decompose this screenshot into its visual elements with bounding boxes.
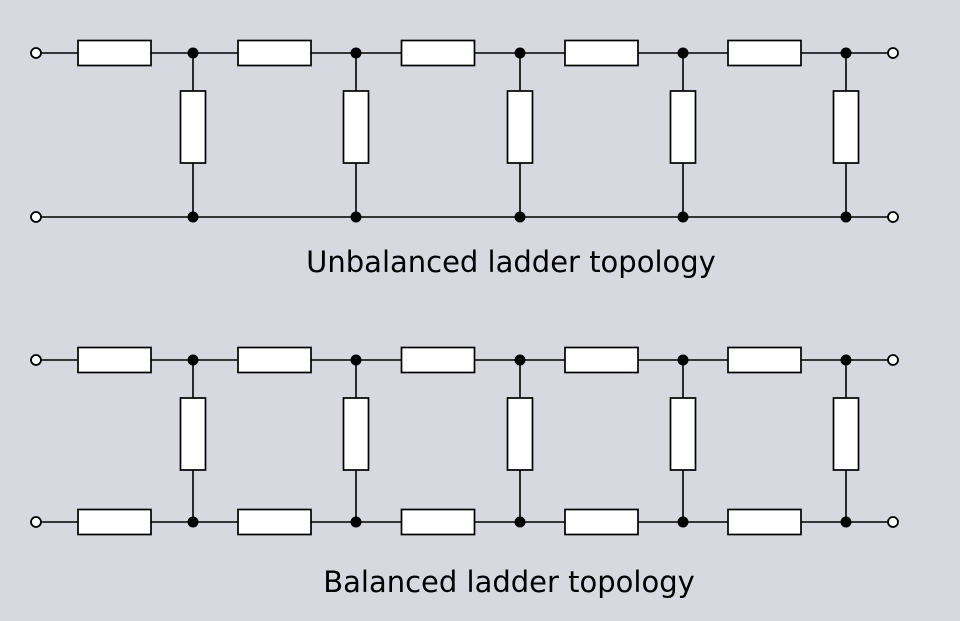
series-resistor [237, 508, 312, 536]
balanced-caption: Balanced ladder topology [323, 565, 695, 599]
junction-dot [514, 47, 526, 59]
junction-dot [677, 516, 689, 528]
terminal-port [887, 211, 899, 223]
unbalanced-caption: Unbalanced ladder topology [306, 245, 716, 279]
junction-dot [187, 354, 199, 366]
junction-dot [187, 47, 199, 59]
junction-dot [350, 354, 362, 366]
terminal-port [30, 47, 42, 59]
series-resistor [400, 346, 476, 374]
junction-dot [840, 47, 852, 59]
terminal-port [30, 354, 42, 366]
junction-dot [350, 516, 362, 528]
series-resistor [77, 508, 152, 536]
terminal-port [30, 211, 42, 223]
junction-dot [677, 354, 689, 366]
shunt-resistor [342, 397, 370, 471]
series-resistor [727, 508, 802, 536]
shunt-resistor [669, 90, 697, 164]
shunt-resistor [179, 397, 207, 471]
junction-dot [677, 47, 689, 59]
shunt-resistor [669, 397, 697, 471]
junction-dot [840, 211, 852, 223]
shunt-resistor [832, 90, 860, 164]
series-resistor [400, 39, 476, 67]
series-resistor [727, 39, 802, 67]
junction-dot [187, 516, 199, 528]
junction-dot [514, 516, 526, 528]
junction-dot [514, 354, 526, 366]
series-resistor [727, 346, 802, 374]
junction-dot [350, 47, 362, 59]
junction-dot [514, 211, 526, 223]
terminal-port [887, 47, 899, 59]
series-resistor [77, 39, 152, 67]
series-resistor [564, 39, 639, 67]
junction-dot [840, 354, 852, 366]
shunt-resistor [342, 90, 370, 164]
series-resistor [564, 346, 639, 374]
series-resistor [77, 346, 152, 374]
junction-dot [677, 211, 689, 223]
balanced-ladder-diagram [30, 346, 899, 536]
junction-dot [840, 516, 852, 528]
shunt-resistor [506, 397, 534, 471]
terminal-port [30, 516, 42, 528]
shunt-resistor [506, 90, 534, 164]
junction-dot [187, 211, 199, 223]
terminal-port [887, 354, 899, 366]
unbalanced-ladder-diagram [30, 39, 899, 223]
shunt-resistor [832, 397, 860, 471]
shunt-resistor [179, 90, 207, 164]
series-resistor [564, 508, 639, 536]
series-resistor [237, 346, 312, 374]
series-resistor [237, 39, 312, 67]
terminal-port [887, 516, 899, 528]
series-resistor [400, 508, 476, 536]
junction-dot [350, 211, 362, 223]
